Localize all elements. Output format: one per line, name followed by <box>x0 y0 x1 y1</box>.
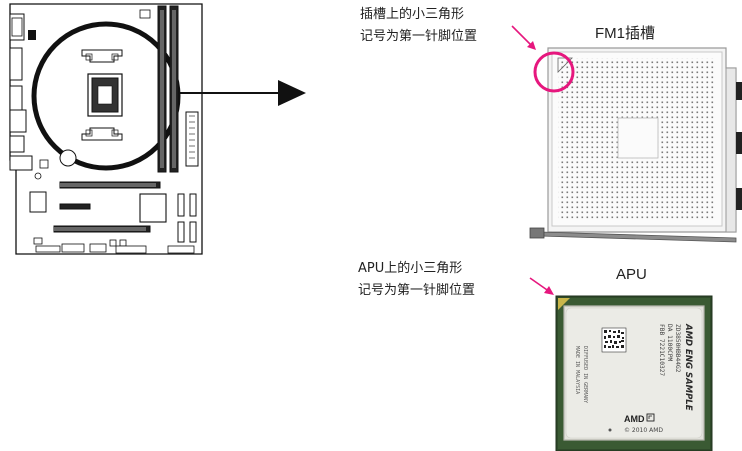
motherboard-diagram <box>9 3 306 255</box>
apu-pin1-callout: APU上的小三角形 记号为第一针脚位置 <box>358 258 475 302</box>
socket-callout-line-2: 记号为第一针脚位置 <box>360 29 478 44</box>
chip-text-line-3: DA 1100CPM <box>666 324 673 362</box>
chip-brand-logo: AMD <box>624 414 645 424</box>
chip-text-line-1: AMD ENG SAMPLE <box>683 323 693 411</box>
chip-text-made: MADE IN MALAYSIA <box>574 346 580 394</box>
fm1-socket-diagram <box>511 25 742 243</box>
socket-pin1-highlight-circle <box>533 51 575 93</box>
socket-pin1-callout: 插槽上的小三角形 记号为第一针脚位置 <box>360 4 477 48</box>
apu-title: APU <box>616 266 647 283</box>
socket-title: FM1插槽 <box>595 25 656 42</box>
apu-callout-line-2: 记号为第一针脚位置 <box>358 283 476 298</box>
chip-copyright: © 2010 AMD <box>624 427 663 434</box>
chip-text-diffused: DIFFUSED IN GERMANY <box>582 346 588 403</box>
chip-text-line-4: FBB 7221C10327 <box>658 324 665 376</box>
apu-callout-line-1: APU上的小三角形 <box>358 261 463 276</box>
apu-chip-diagram: AMD ENG SAMPLE ZD3850HBB44G2 DA 1100CPM … <box>529 277 713 451</box>
chip-text-line-2: ZD3850HBB44G2 <box>674 324 681 373</box>
socket-callout-line-1: 插槽上的小三角形 <box>360 7 465 22</box>
